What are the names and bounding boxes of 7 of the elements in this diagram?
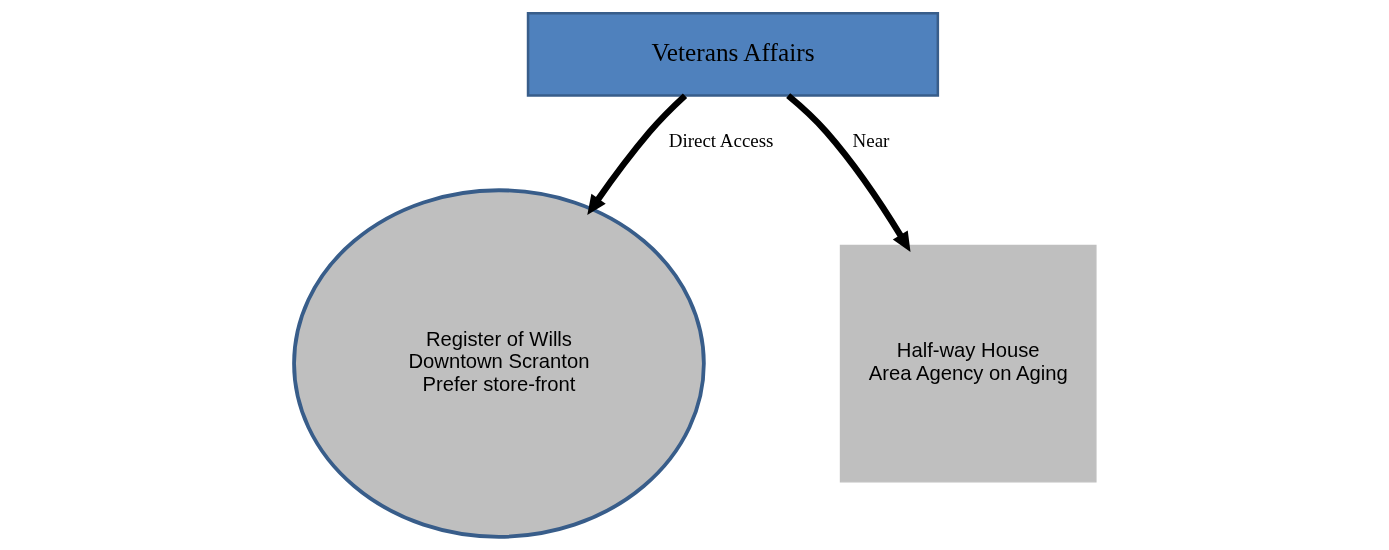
edge-label: Direct Access [668, 130, 773, 152]
node-box: Veterans Affairs [526, 11, 939, 97]
node-box: Half-way House Area Agency on Aging [839, 244, 1097, 483]
arrow [785, 93, 911, 252]
node-ellipse: Register of Wills Downtown Scranton Prefer store-front [291, 188, 706, 539]
arrow [586, 93, 687, 216]
edge-label: Near [852, 130, 889, 152]
